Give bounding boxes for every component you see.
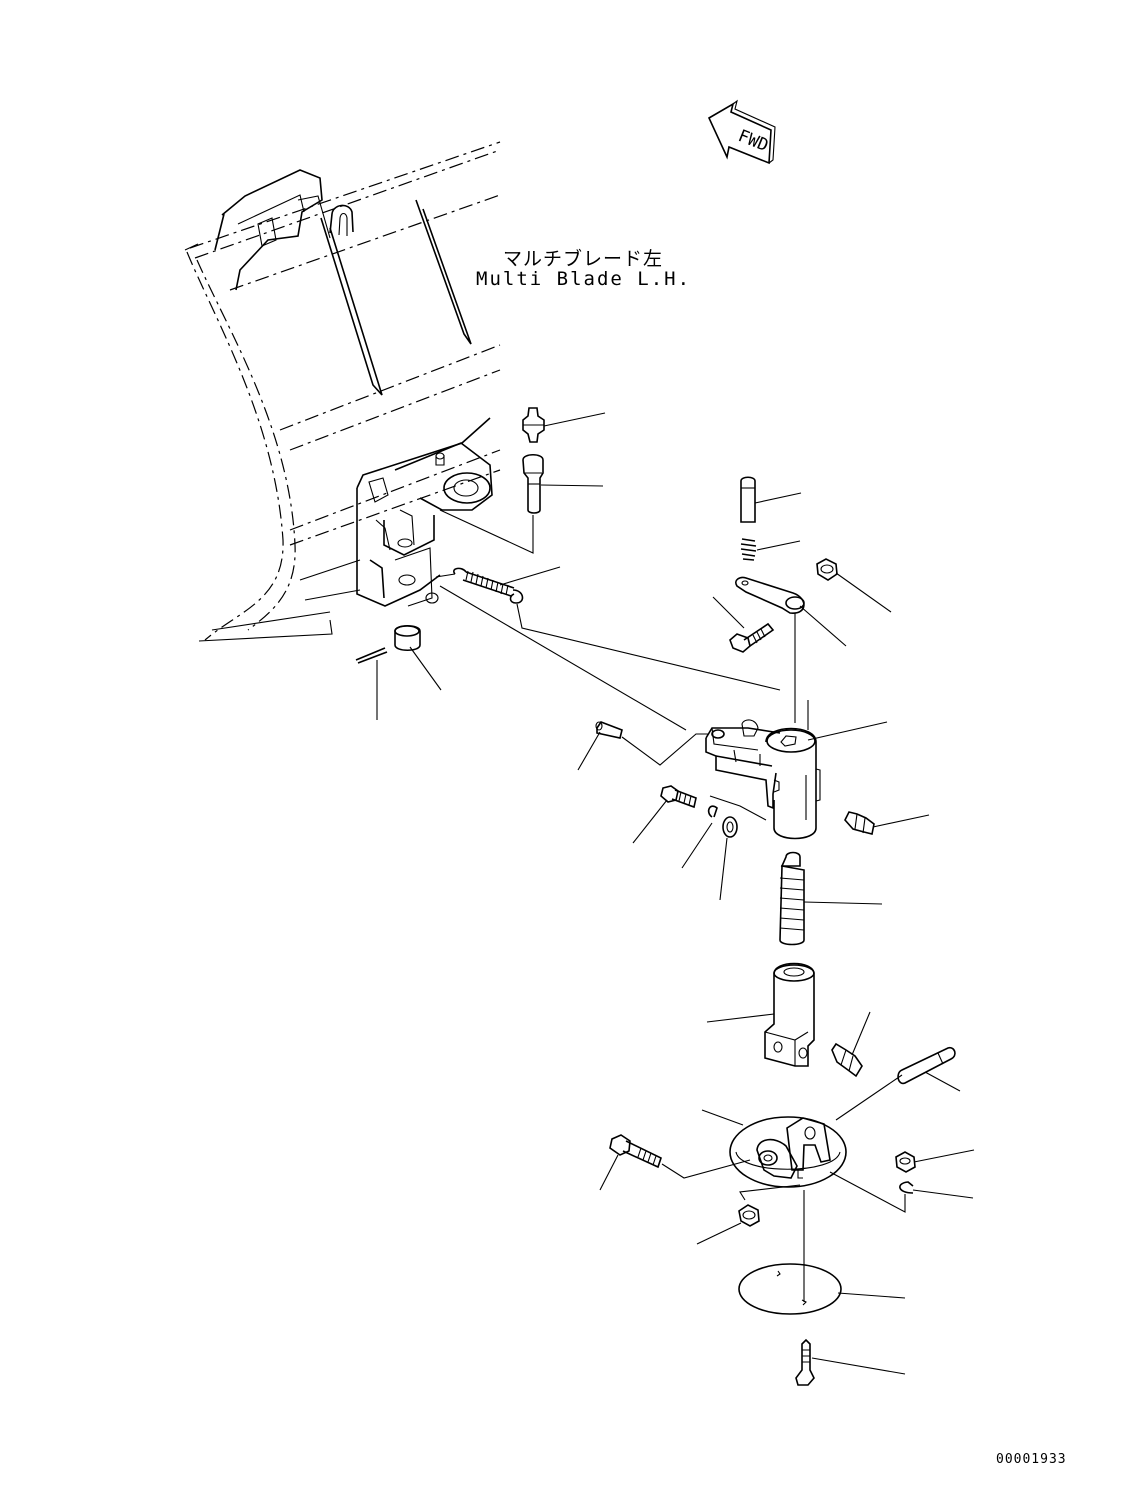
blade-body bbox=[185, 142, 500, 641]
hex-nut-top-right bbox=[817, 559, 891, 612]
cotter-pin bbox=[356, 648, 387, 720]
wear-plate bbox=[739, 1264, 905, 1314]
threaded-shaft bbox=[780, 853, 882, 945]
assembly-title-japanese: マルチブレード左 bbox=[503, 248, 664, 270]
grease-fitting-lower bbox=[832, 1012, 870, 1076]
housing-bolt bbox=[633, 786, 696, 843]
shoe-dish bbox=[702, 1110, 846, 1302]
fwd-arrow-icon bbox=[709, 101, 775, 163]
hex-nut-lower-left bbox=[697, 1185, 800, 1244]
lower-pin bbox=[836, 1048, 960, 1120]
shoe-bolt bbox=[600, 1135, 750, 1190]
plunger-pin bbox=[741, 477, 801, 522]
bushing-collar bbox=[395, 626, 441, 690]
assembly-title-english: Multi Blade L.H. bbox=[476, 268, 692, 290]
drawing-number: 00001933 bbox=[996, 1452, 1067, 1467]
lever-bolt bbox=[713, 597, 773, 652]
grease-fitting-right bbox=[845, 812, 929, 834]
grease-fitting-top bbox=[523, 408, 605, 442]
roll-pin bbox=[440, 586, 708, 770]
pivot-pin bbox=[440, 455, 603, 553]
compression-spring bbox=[741, 539, 800, 560]
lock-lever bbox=[736, 577, 846, 723]
plow-bolt bbox=[796, 1340, 905, 1385]
snap-ring bbox=[830, 1172, 973, 1212]
blade-pivot-bracket bbox=[357, 418, 492, 606]
blade-top-bracket bbox=[215, 170, 353, 290]
fwd-label: FWD bbox=[735, 126, 771, 156]
post-body bbox=[707, 964, 814, 1067]
spring-washer bbox=[682, 806, 717, 868]
flat-washer bbox=[720, 817, 737, 900]
pivot-housing bbox=[706, 700, 887, 839]
tension-spring bbox=[436, 567, 780, 690]
hex-nut-lower-right bbox=[896, 1150, 974, 1172]
